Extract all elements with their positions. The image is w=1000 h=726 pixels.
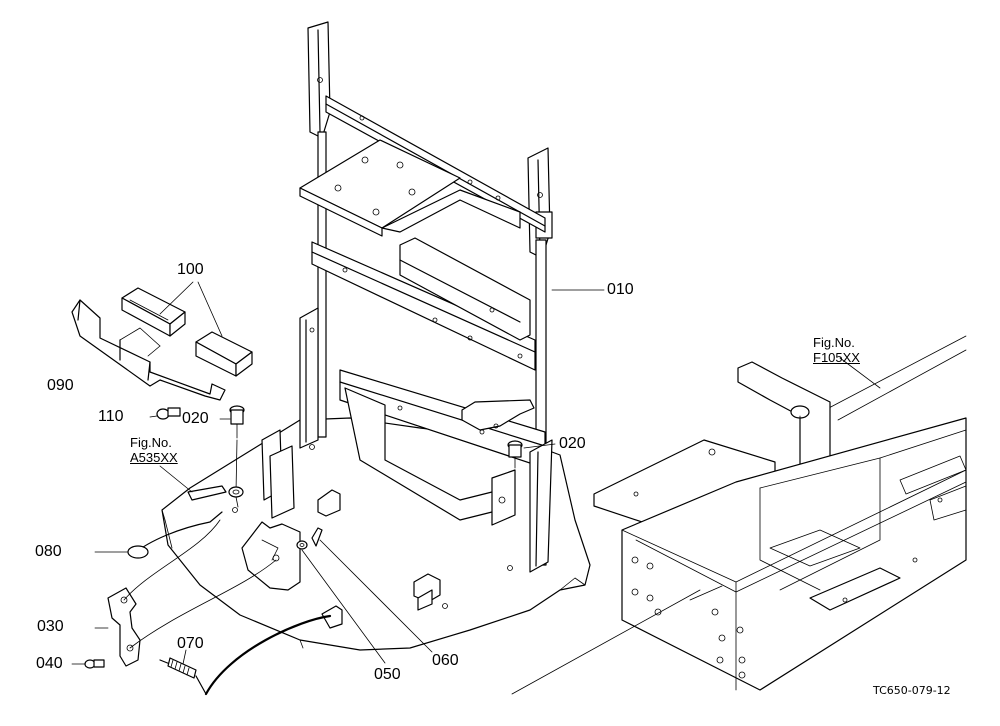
bolt-110 — [156, 407, 181, 420]
leader-110 — [149, 415, 158, 418]
linkage-curve-mid — [129, 559, 277, 649]
callout-080: 080 — [35, 543, 62, 560]
drawing-code: TC650-079-12 — [873, 684, 951, 697]
leader-060 — [319, 539, 433, 653]
linkage-curve-upper — [123, 519, 221, 601]
bracket-100-left — [121, 287, 186, 337]
callout-040: 040 — [36, 655, 63, 672]
callout-030: 030 — [37, 618, 64, 635]
callout-020-left: 020 — [182, 410, 209, 427]
leader-a535 — [159, 465, 193, 493]
figure-reference-a535-label: Fig.No. — [130, 435, 172, 450]
base-clips — [261, 429, 441, 629]
figure-reference-a535[interactable]: Fig.No. A535XX — [130, 435, 178, 466]
figure-reference-f105[interactable]: Fig.No. F105XX — [813, 335, 860, 366]
callout-010: 010 — [607, 281, 634, 298]
tray-090 — [71, 299, 226, 401]
callout-050: 050 — [374, 666, 401, 683]
bolt-040 — [84, 659, 105, 669]
figure-reference-a535-number: A535XX — [130, 449, 178, 465]
leader-020b — [523, 443, 556, 449]
callout-020-right: 020 — [559, 435, 586, 452]
figure-reference-f105-number: F105XX — [813, 349, 860, 365]
latch-hook — [241, 521, 301, 591]
leader-100a — [159, 281, 194, 315]
leader-070 — [182, 649, 187, 665]
tractor-frame — [511, 335, 967, 695]
figure-reference-f105-label: Fig.No. — [813, 335, 855, 350]
clip-060 — [311, 527, 323, 547]
washer-050 — [296, 540, 308, 550]
pin-020-right — [507, 440, 523, 469]
bracket-100-right — [195, 331, 253, 377]
leader-100b — [197, 281, 223, 337]
pin-020-left — [229, 405, 245, 493]
frame-010 — [299, 21, 553, 573]
leader-f105 — [839, 357, 881, 389]
callout-110: 110 — [98, 408, 124, 425]
linkage-curve-lower — [204, 614, 332, 696]
hinge-pin-a535 — [187, 485, 244, 508]
callout-060: 060 — [432, 652, 459, 669]
leader-050 — [301, 549, 386, 664]
callout-090: 090 — [47, 377, 74, 394]
callout-070: 070 — [177, 635, 204, 652]
callout-100: 100 — [177, 261, 204, 278]
spring-070 — [159, 657, 207, 695]
